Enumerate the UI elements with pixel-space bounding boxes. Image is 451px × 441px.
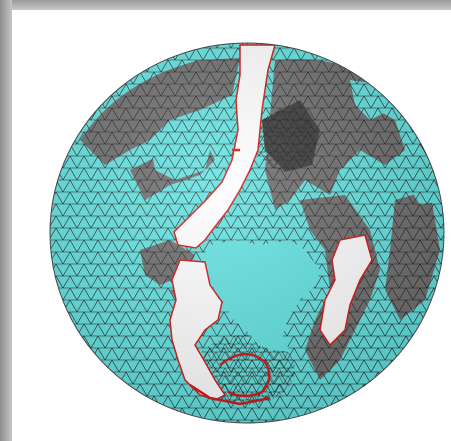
sphere-shading — [50, 43, 444, 423]
frame-left-border — [0, 0, 12, 441]
sphere-outline — [49, 42, 445, 424]
frame-top-border — [0, 0, 451, 10]
sphere-body — [50, 43, 444, 423]
